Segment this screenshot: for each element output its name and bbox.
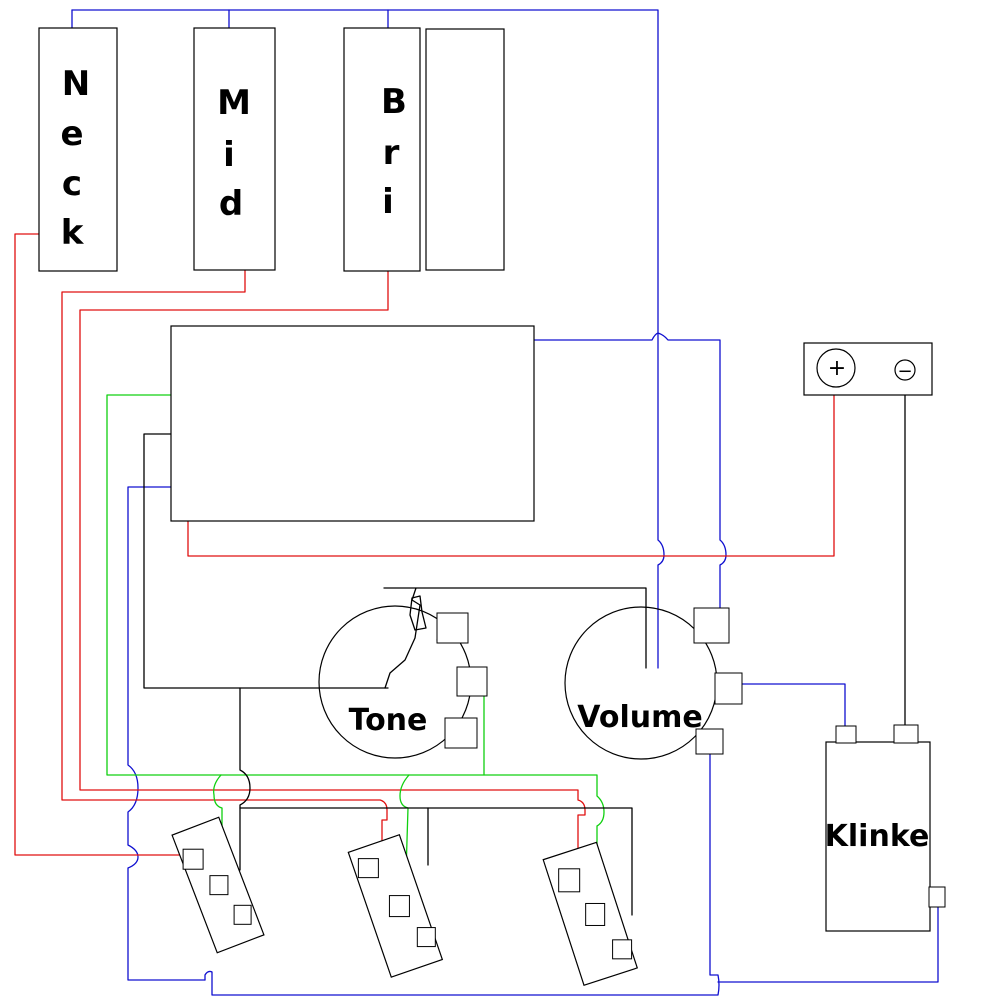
preamp-ground-wire	[127, 486, 206, 981]
tone-ground-branch	[239, 687, 633, 916]
neck-letter-1: N	[62, 64, 90, 104]
mid-letter-3: d	[219, 184, 243, 224]
battery-minus-symbol: −	[897, 361, 912, 382]
battery-plus-symbol: +	[828, 356, 846, 381]
green-wires	[106, 394, 605, 911]
battery: + −	[803, 342, 933, 396]
blue-wires	[71, 9, 939, 996]
bridge-letter-1: B	[381, 82, 407, 122]
mid-letter-2: i	[223, 135, 235, 175]
tone-lug-2	[456, 666, 488, 697]
neck-letter-2: e	[60, 114, 83, 154]
bridge-hot-wire	[79, 259, 586, 867]
tone-lug-3	[444, 717, 478, 749]
preamp-box	[170, 325, 535, 522]
tone-label: Tone	[349, 703, 428, 738]
bridge-letter-3: i	[382, 182, 394, 222]
preamp-input-green-wire	[106, 394, 485, 776]
preamp-black-wire	[143, 433, 389, 689]
empty-pickup-slot	[425, 28, 505, 271]
preamp-output-wire	[516, 332, 659, 341]
battery-minus-terminal	[894, 359, 916, 381]
pickup-bridge: B r i	[343, 27, 421, 272]
tone-lug-wire	[383, 587, 647, 689]
red-wires	[14, 233, 835, 867]
neck-hot-wire	[14, 233, 194, 856]
pickup-mid: M i d	[193, 27, 276, 271]
switch1-green-wire	[213, 774, 223, 889]
tone-pot: Tone	[318, 595, 488, 759]
battery-plus-wire	[187, 384, 835, 557]
jack-ground-wire	[717, 904, 939, 983]
jack-tip-lug	[835, 725, 857, 744]
mid-letter-1: M	[217, 83, 251, 123]
volume-center-wire	[657, 332, 665, 669]
volume-lug-1	[693, 607, 730, 644]
switch-3	[542, 841, 639, 986]
black-wires	[143, 381, 906, 916]
switch3-green-wire	[483, 774, 605, 911]
ground-bus-bottom	[204, 745, 720, 996]
switch-2	[347, 833, 444, 978]
pickup-ground-bus-wire	[71, 9, 727, 609]
bridge-letter-2: r	[383, 133, 400, 173]
neck-letter-3: c	[62, 164, 82, 204]
mid-hot-wire	[61, 249, 388, 857]
volume-lug-2	[714, 672, 743, 705]
jack-label: Klinke	[825, 819, 930, 854]
volume-pot: Volume	[564, 606, 743, 760]
volume-lug-3	[695, 728, 724, 755]
volume-label: Volume	[577, 700, 702, 735]
tone-solder-blob	[409, 595, 427, 631]
battery-plus-terminal	[816, 348, 856, 388]
jack-ring-lug	[893, 724, 919, 744]
switch-1	[171, 816, 265, 954]
neck-letter-4: k	[61, 213, 85, 253]
jack-sleeve-lug	[928, 886, 946, 908]
pickup-neck: N e c k	[38, 27, 118, 272]
volume-to-jack-wire	[734, 683, 846, 729]
tone-lug-1	[436, 612, 469, 644]
switch2-green-wire	[399, 774, 410, 906]
output-jack: Klinke	[825, 724, 946, 932]
